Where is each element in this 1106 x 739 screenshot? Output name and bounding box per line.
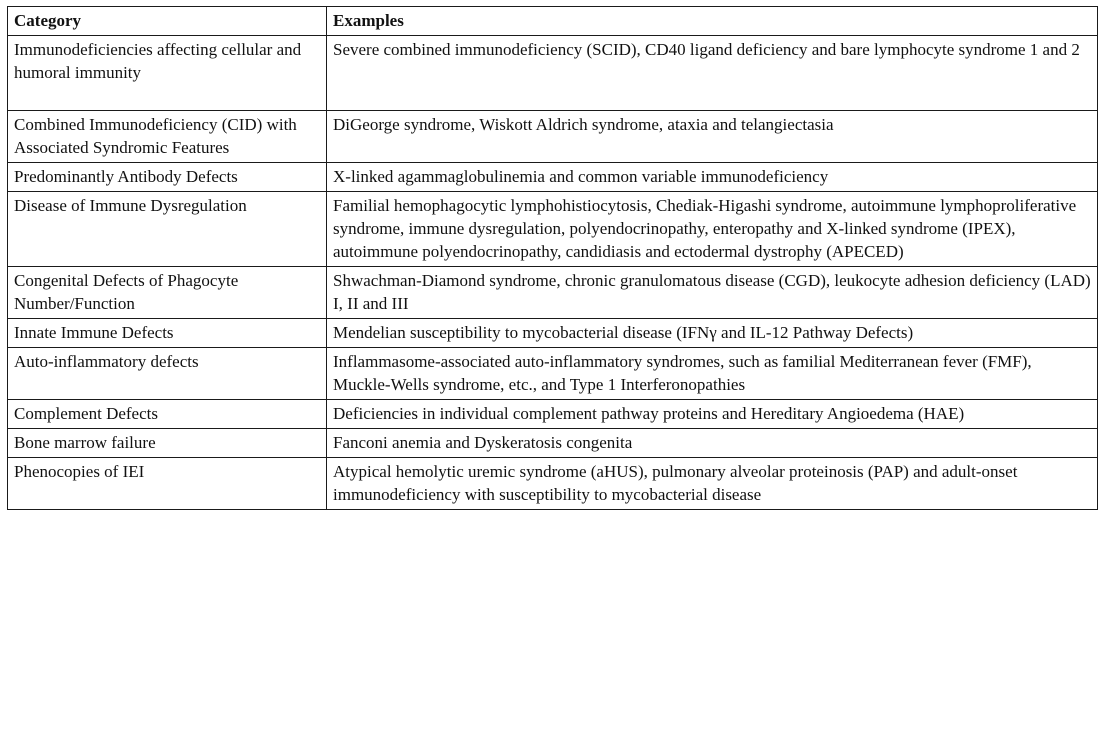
category-cell: Immunodeficiencies affecting cellular an… bbox=[7, 35, 327, 111]
column-header-category: Category bbox=[7, 6, 327, 36]
table-row: Congenital Defects of Phagocyte Number/F… bbox=[7, 266, 1098, 319]
category-cell: Disease of Immune Dysregulation bbox=[7, 191, 327, 267]
examples-cell: Fanconi anemia and Dyskeratosis congenit… bbox=[326, 428, 1098, 458]
table-row: Bone marrow failure Fanconi anemia and D… bbox=[7, 428, 1098, 458]
table-header-row: Category Examples bbox=[7, 6, 1098, 36]
column-header-examples: Examples bbox=[326, 6, 1098, 36]
examples-cell: DiGeorge syndrome, Wiskott Aldrich syndr… bbox=[326, 110, 1098, 163]
table-row: Immunodeficiencies affecting cellular an… bbox=[7, 35, 1098, 111]
category-cell: Phenocopies of IEI bbox=[7, 457, 327, 510]
examples-cell: Severe combined immunodeficiency (SCID),… bbox=[326, 35, 1098, 111]
table-row: Combined Immunodeficiency (CID) with Ass… bbox=[7, 110, 1098, 163]
category-cell: Combined Immunodeficiency (CID) with Ass… bbox=[7, 110, 327, 163]
table-row: Predominantly Antibody Defects X-linked … bbox=[7, 162, 1098, 192]
category-cell: Innate Immune Defects bbox=[7, 318, 327, 348]
examples-cell: Atypical hemolytic uremic syndrome (aHUS… bbox=[326, 457, 1098, 510]
examples-cell: Deficiencies in individual complement pa… bbox=[326, 399, 1098, 429]
examples-cell: X-linked agammaglobulinemia and common v… bbox=[326, 162, 1098, 192]
examples-cell: Shwachman-Diamond syndrome, chronic gran… bbox=[326, 266, 1098, 319]
table-row: Innate Immune Defects Mendelian suscepti… bbox=[7, 318, 1098, 348]
category-cell: Congenital Defects of Phagocyte Number/F… bbox=[7, 266, 327, 319]
table-row: Phenocopies of IEI Atypical hemolytic ur… bbox=[7, 457, 1098, 510]
examples-cell: Inflammasome-associated auto-inflammator… bbox=[326, 347, 1098, 400]
category-cell: Predominantly Antibody Defects bbox=[7, 162, 327, 192]
examples-cell: Familial hemophagocytic lymphohistiocyto… bbox=[326, 191, 1098, 267]
table-row: Disease of Immune Dysregulation Familial… bbox=[7, 191, 1098, 267]
table-row: Auto-inflammatory defects Inflammasome-a… bbox=[7, 347, 1098, 400]
examples-cell: Mendelian susceptibility to mycobacteria… bbox=[326, 318, 1098, 348]
category-cell: Auto-inflammatory defects bbox=[7, 347, 327, 400]
iei-category-table: Category Examples Immunodeficiencies aff… bbox=[7, 6, 1098, 510]
category-cell: Complement Defects bbox=[7, 399, 327, 429]
category-cell: Bone marrow failure bbox=[7, 428, 327, 458]
table-row: Complement Defects Deficiencies in indiv… bbox=[7, 399, 1098, 429]
